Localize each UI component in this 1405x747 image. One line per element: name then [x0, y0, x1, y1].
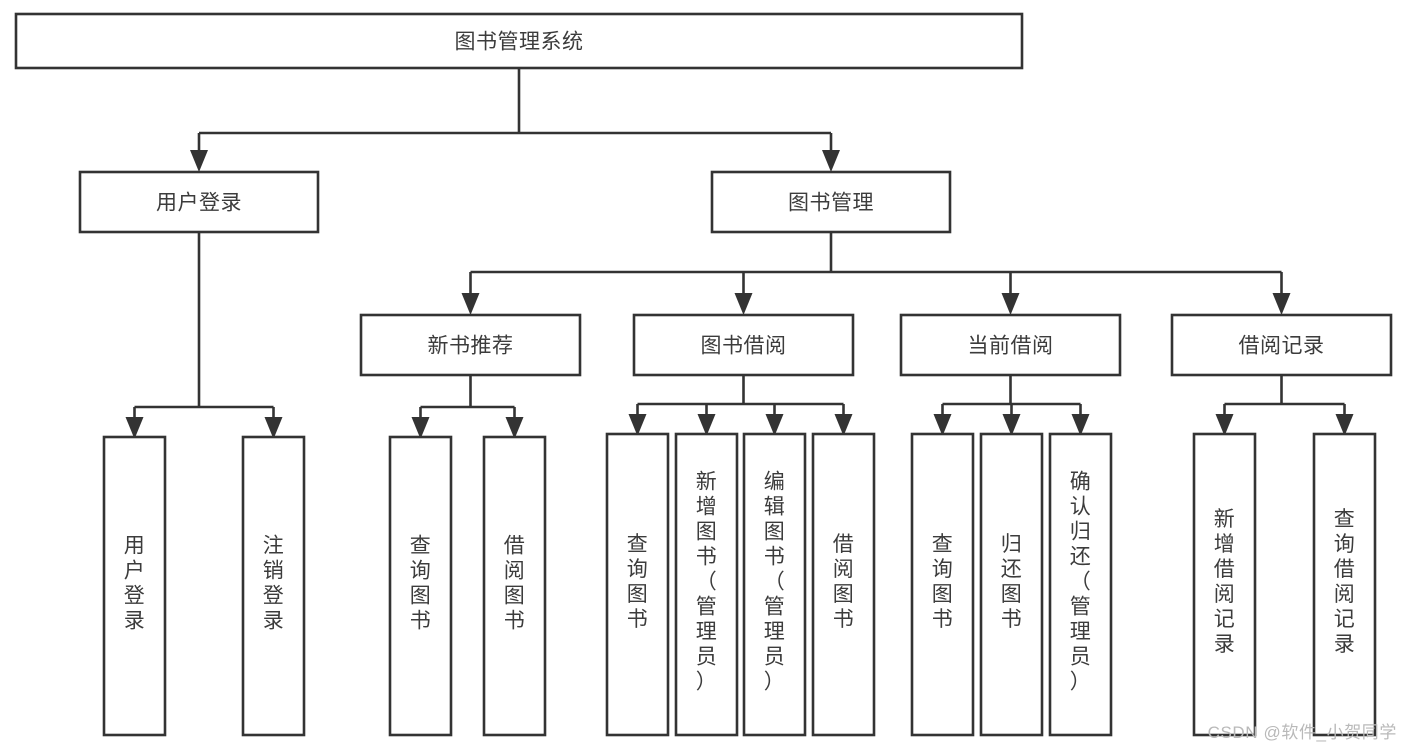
node-leaf-query-book-2[interactable]: 查询图书: [605, 432, 670, 737]
node-borrow-record-box[interactable]: [1170, 313, 1393, 377]
node-leaf-query-record-box[interactable]: [1312, 432, 1377, 737]
node-leaf-logout-box[interactable]: [241, 435, 306, 737]
node-root-label: 图书管理系统: [455, 31, 584, 54]
arrow-head-leaf-query-book-3: [933, 414, 952, 436]
arrow-head-level2-0: [461, 293, 480, 315]
node-book-borrow-box[interactable]: [632, 313, 855, 377]
node-book-manage-box[interactable]: [710, 170, 952, 234]
node-leaf-query-book-3-label: 查询图书: [932, 533, 954, 631]
node-leaf-confirm-return[interactable]: 确认归还（管理员）: [1048, 432, 1113, 737]
node-leaf-confirm-return-box[interactable]: [1048, 432, 1113, 737]
node-leaf-user-login-label: 用户登录: [124, 535, 146, 633]
node-leaf-add-record-label: 新增借阅记录: [1214, 508, 1236, 656]
arrow-head-leaf-query-book-1: [411, 417, 430, 439]
node-current-borrow-box[interactable]: [899, 313, 1122, 377]
arrow-head-leaf-query-book-2: [628, 414, 647, 436]
node-user-login[interactable]: 用户登录: [78, 170, 320, 234]
node-leaf-user-login[interactable]: 用户登录: [102, 435, 167, 737]
arrow-head-level2-1: [734, 293, 753, 315]
node-root[interactable]: 图书管理系统: [14, 12, 1024, 70]
node-leaf-query-book-1-box[interactable]: [388, 435, 453, 737]
arrow-head-leaf-edit-book: [765, 414, 784, 436]
node-leaf-borrow-book-2-label: 借阅图书: [833, 533, 855, 631]
node-user-login-box[interactable]: [78, 170, 320, 234]
node-leaf-return-book-box[interactable]: [979, 432, 1044, 737]
arrow-head-leaf-confirm-return: [1071, 414, 1090, 436]
arrow-head-leaf-query-record: [1335, 414, 1354, 436]
nodes-layer: 图书管理系统用户登录图书管理新书推荐图书借阅当前借阅借阅记录用户登录注销登录查询…: [14, 12, 1393, 737]
node-book-borrow[interactable]: 图书借阅: [632, 313, 855, 377]
node-book-borrow-label: 图书借阅: [701, 335, 787, 358]
node-leaf-borrow-book-2-box[interactable]: [811, 432, 876, 737]
node-leaf-add-record-box[interactable]: [1192, 432, 1257, 737]
arrow-head-leaf-add-book: [697, 414, 716, 436]
node-user-login-label: 用户登录: [156, 192, 242, 215]
node-leaf-edit-book[interactable]: 编辑图书（管理员）: [742, 432, 807, 737]
arrow-head-leaf-borrow-book-1: [505, 417, 524, 439]
node-leaf-add-record[interactable]: 新增借阅记录: [1192, 432, 1257, 737]
node-current-borrow-label: 当前借阅: [968, 335, 1054, 358]
arrow-head-leaf-logout: [264, 417, 283, 439]
arrow-head-leaf-return-book: [1002, 414, 1021, 436]
connectors-layer: [125, 68, 1354, 439]
node-new-book-recommend[interactable]: 新书推荐: [359, 313, 582, 377]
node-book-manage-label: 图书管理: [788, 192, 874, 215]
node-leaf-return-book[interactable]: 归还图书: [979, 432, 1044, 737]
node-borrow-record[interactable]: 借阅记录: [1170, 313, 1393, 377]
node-new-book-recommend-box[interactable]: [359, 313, 582, 377]
node-root-box[interactable]: [14, 12, 1024, 70]
arrow-head-level1-0: [190, 150, 208, 172]
node-leaf-logout-label: 注销登录: [263, 535, 285, 633]
node-leaf-query-book-3[interactable]: 查询图书: [910, 432, 975, 737]
node-leaf-query-record-label: 查询借阅记录: [1334, 508, 1356, 656]
node-new-book-recommend-label: 新书推荐: [428, 335, 514, 358]
arrow-head-leaf-borrow-book-2: [834, 414, 853, 436]
node-leaf-query-book-1[interactable]: 查询图书: [388, 435, 453, 737]
node-book-manage[interactable]: 图书管理: [710, 170, 952, 234]
node-leaf-add-book-label: 新增图书（管理员）: [696, 471, 718, 694]
arrow-head-leaf-user-login: [125, 417, 144, 439]
node-leaf-add-book[interactable]: 新增图书（管理员）: [674, 432, 739, 737]
node-leaf-logout[interactable]: 注销登录: [241, 435, 306, 737]
arrow-head-leaf-add-record: [1215, 414, 1234, 436]
node-leaf-return-book-label: 归还图书: [1001, 533, 1023, 631]
node-leaf-query-book-1-label: 查询图书: [410, 535, 432, 633]
node-leaf-borrow-book-1-label: 借阅图书: [504, 535, 526, 633]
arrow-head-level2-2: [1001, 293, 1020, 315]
node-leaf-query-book-2-label: 查询图书: [627, 533, 649, 631]
node-leaf-borrow-book-1-box[interactable]: [482, 435, 547, 737]
node-leaf-query-book-2-box[interactable]: [605, 432, 670, 737]
node-current-borrow[interactable]: 当前借阅: [899, 313, 1122, 377]
node-borrow-record-label: 借阅记录: [1239, 335, 1325, 358]
node-leaf-user-login-box[interactable]: [102, 435, 167, 737]
node-leaf-edit-book-label: 编辑图书（管理员）: [764, 471, 786, 694]
node-leaf-query-record[interactable]: 查询借阅记录: [1312, 432, 1377, 737]
arrow-head-level2-3: [1272, 293, 1291, 315]
node-leaf-confirm-return-label: 确认归还（管理员）: [1070, 471, 1092, 694]
node-leaf-edit-book-box[interactable]: [742, 432, 807, 737]
node-leaf-query-book-3-box[interactable]: [910, 432, 975, 737]
node-leaf-borrow-book-1[interactable]: 借阅图书: [482, 435, 547, 737]
arrow-head-level1-1: [822, 150, 840, 172]
node-leaf-add-book-box[interactable]: [674, 432, 739, 737]
node-leaf-borrow-book-2[interactable]: 借阅图书: [811, 432, 876, 737]
